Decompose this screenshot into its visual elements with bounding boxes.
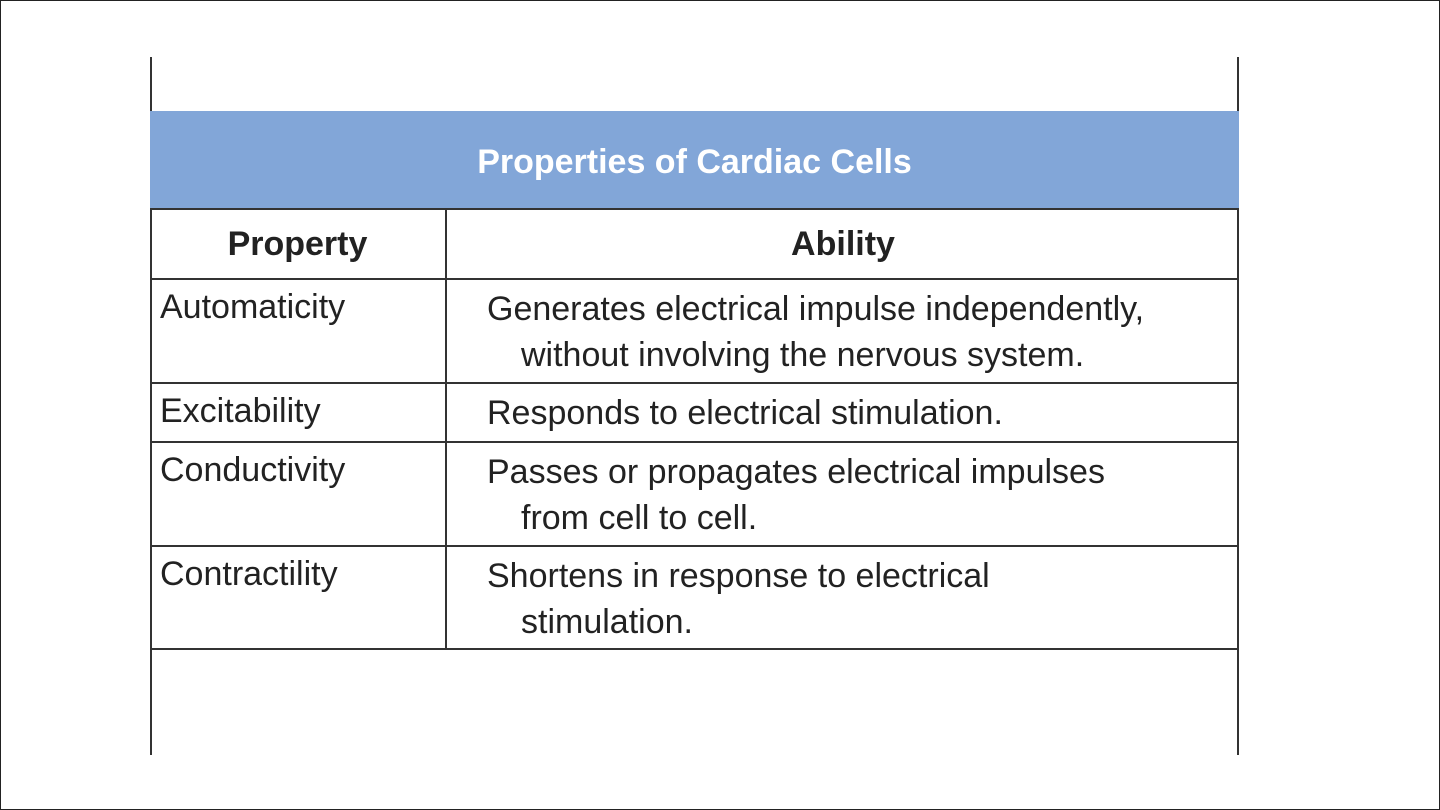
ability-cell: Responds to electrical stimulation.	[447, 384, 1239, 441]
property-cell: Automaticity	[150, 280, 447, 382]
table-row: Contractility Shortens in response to el…	[150, 547, 1239, 650]
ability-line: Responds to electrical stimulation.	[487, 394, 1003, 432]
ability-cell: Passes or propagates electrical impulses…	[447, 443, 1239, 545]
ability-cell: Generates electrical impulse independent…	[447, 280, 1239, 382]
left-border-line	[150, 57, 152, 755]
ability-line: Passes or propagates electrical impulses	[487, 453, 1105, 491]
ability-line: Generates electrical impulse independent…	[487, 290, 1145, 328]
property-cell: Conductivity	[150, 443, 447, 545]
table-row: Conductivity Passes or propagates electr…	[150, 443, 1239, 547]
property-cell: Excitability	[150, 384, 447, 441]
ability-line: Shortens in response to electrical	[487, 557, 990, 595]
table-header-row: Property Ability	[150, 210, 1239, 280]
property-cell: Contractility	[150, 547, 447, 648]
ability-line: stimulation.	[521, 603, 693, 641]
table-title: Properties of Cardiac Cells	[150, 111, 1239, 210]
table-row: Excitability Responds to electrical stim…	[150, 384, 1239, 443]
cardiac-properties-table: Properties of Cardiac Cells Property Abi…	[150, 111, 1239, 650]
table-row: Automaticity Generates electrical impuls…	[150, 280, 1239, 384]
ability-cell: Shortens in response to electrical stimu…	[447, 547, 1239, 648]
right-border-line	[1237, 57, 1239, 755]
header-ability: Ability	[791, 224, 895, 263]
header-property: Property	[150, 210, 447, 278]
ability-line: from cell to cell.	[521, 499, 758, 537]
ability-line: without involving the nervous system.	[521, 336, 1085, 374]
